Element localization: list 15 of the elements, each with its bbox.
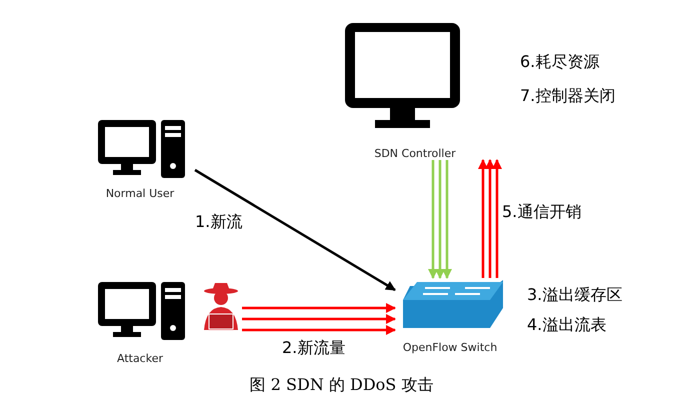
- arrow: [435, 160, 445, 279]
- arrow: [242, 303, 396, 313]
- arrow: [478, 159, 488, 278]
- arrow: [442, 160, 452, 279]
- node-label: Normal User: [104, 187, 176, 200]
- arrow: [485, 159, 495, 278]
- arrow: [194, 168, 396, 292]
- caption: 图 2 SDN 的 DDoS 攻击: [250, 375, 434, 394]
- arrow: [242, 325, 396, 335]
- node-label: Attacker: [116, 352, 164, 365]
- node-label: SDN Controller: [373, 147, 457, 160]
- arrow: [428, 160, 438, 279]
- node-label: OpenFlow Switch: [402, 341, 498, 354]
- arrow: [492, 159, 502, 278]
- arrow: [242, 314, 396, 324]
